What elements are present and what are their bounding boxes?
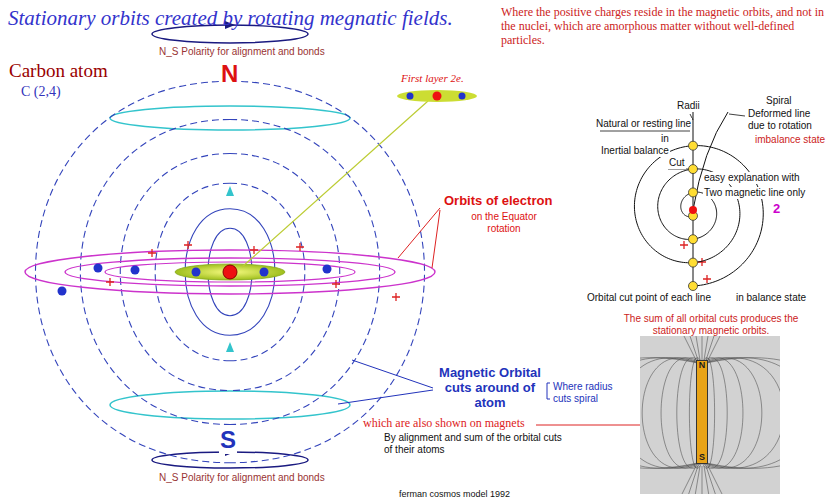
cut-line — [668, 169, 690, 170]
callout-number: 2 — [772, 202, 781, 217]
callout-note: By alignment and sum of the orbital cuts… — [383, 432, 563, 455]
spiral-label: in — [660, 133, 670, 145]
page-title: Stationary orbits created by rotating me… — [8, 6, 453, 31]
filing-line — [702, 358, 780, 469]
cut-point — [689, 188, 698, 197]
spiral-label: Cut — [668, 157, 686, 169]
iron-filings — [640, 332, 780, 494]
bracket — [547, 383, 550, 399]
callout-label: First layer 2e. — [400, 72, 465, 85]
spiral-label: Radii — [676, 100, 701, 112]
spiral-line — [634, 146, 763, 286]
leader-line — [242, 101, 428, 267]
pole-letter: N — [699, 361, 706, 371]
electron — [58, 287, 67, 296]
leader-line — [536, 425, 640, 426]
cyan-ring — [110, 106, 350, 130]
callout-note: which are also shown on magnets — [362, 417, 526, 431]
filing-line — [640, 358, 702, 469]
filing-line — [702, 358, 780, 469]
cut-point — [689, 258, 698, 267]
spiral-label: in balance state — [735, 292, 807, 304]
orbit-ellipse — [65, 258, 395, 286]
credit-text: ferman cosmos model 1992 — [398, 489, 511, 499]
leader-line — [398, 208, 440, 268]
cyan-ring — [110, 391, 350, 419]
polarity-label: N_S Polarity for alignment and bonds — [158, 46, 326, 58]
electron — [323, 265, 332, 274]
filing-line — [642, 358, 702, 469]
filing-line — [640, 358, 702, 469]
nucleus — [433, 92, 442, 101]
polarity-label: N_S Polarity for alignment and bonds — [158, 472, 326, 484]
spiral-center — [689, 206, 697, 214]
first-layer-disc — [175, 264, 285, 280]
electron — [407, 93, 414, 100]
pole-letter: S — [699, 453, 705, 463]
polarity-ring — [152, 452, 308, 468]
electrons — [58, 264, 332, 296]
electron — [192, 268, 201, 277]
bracket-note: Where radius cuts spiral — [552, 381, 634, 404]
spiral-label: Inertial balance — [600, 145, 670, 157]
callout-note: on the Equator rotation — [462, 211, 546, 234]
spiral-label: Deformed line due to rotation — [747, 108, 829, 131]
nucleus — [223, 265, 237, 279]
cut-point — [689, 235, 698, 244]
spiral-label: Natural or resting line — [595, 118, 692, 130]
filing-line — [702, 358, 743, 469]
cut-point — [689, 165, 698, 174]
atom-name: Carbon atom — [8, 60, 109, 82]
electron — [94, 264, 103, 273]
spiral-label: Spiral — [765, 95, 793, 107]
orbit-ellipse — [25, 250, 435, 294]
pole-letter: N — [220, 60, 239, 88]
atom-formula: C (2,4) — [20, 84, 62, 100]
bar-magnet: NS — [696, 360, 708, 464]
electron — [131, 266, 140, 275]
note-text: Where the positive charges reside in the… — [500, 6, 828, 47]
spiral-note: The sum of all orbital cuts produces the… — [612, 313, 810, 336]
cut-point — [689, 282, 698, 291]
callout-label: Magnetic Orbital cuts around of atom — [435, 366, 545, 411]
electron — [459, 93, 466, 100]
callout-label: Orbits of electron — [443, 194, 553, 209]
field-lines — [35, 81, 424, 463]
filing-line — [640, 358, 702, 469]
filing-line — [702, 358, 780, 469]
leader-line — [338, 360, 433, 404]
cut-point — [689, 141, 698, 150]
first-layer-disc — [397, 90, 477, 102]
filing-line — [708, 332, 723, 494]
spiral-label: Two magnetic line only — [703, 187, 806, 199]
electron — [260, 268, 269, 277]
pole-letter: S — [219, 426, 237, 454]
filing-line — [681, 332, 696, 494]
orbit-ellipse — [105, 262, 355, 282]
filing-line — [702, 358, 762, 469]
spiral-label: imbalance state — [754, 134, 826, 146]
spiral-label: easy explanation with — [703, 172, 801, 184]
spiral-label: Orbital cut point of each line — [586, 292, 712, 304]
